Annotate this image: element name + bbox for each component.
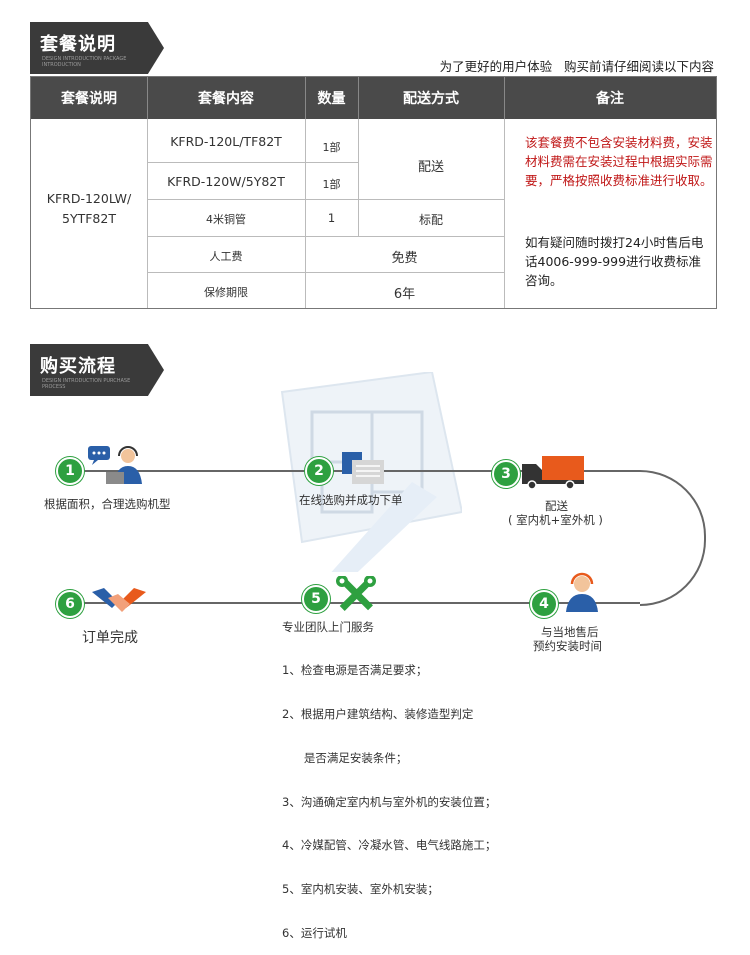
blueprint-pencil-icon [280, 372, 462, 572]
header-delivery: 配送方式 [403, 91, 459, 107]
document-icon [342, 452, 384, 484]
step-3-badge: 3 [492, 460, 520, 488]
row1-qty: 1部 [322, 141, 341, 154]
flow-section-title: 购买流程 [40, 356, 116, 377]
table-header-row: 套餐说明 套餐内容 数量 配送方式 备注 [31, 77, 716, 119]
truck-icon [522, 456, 584, 490]
header-package: 套餐说明 [61, 91, 117, 107]
customer-service-icon [88, 446, 142, 484]
note-red-text: 该套餐费不包含安装材料费，安装材料费需在安装过程中根据实际需要，严格按照收费标准… [525, 135, 713, 188]
step-4-line1: 与当地售后 [541, 625, 599, 639]
step-3-line1: 配送 [545, 499, 568, 513]
package-section-title: 套餐说明 [40, 34, 116, 55]
step-2-text: 在线选购并成功下单 [299, 493, 403, 507]
row3-delivery: 标配 [418, 213, 443, 227]
step-5-item: 2、根据用户建筑结构、装修造型判定 [282, 706, 474, 721]
package-section-subtitle: DESIGN INTRODUCTION PACKAGE INTRODUCTION [42, 56, 127, 68]
step-5-badge: 5 [302, 585, 330, 613]
model-cell: KFRD-120LW/ 5YTF82T [31, 189, 147, 229]
header-qty: 数量 [317, 91, 346, 107]
delivery-merged: 配送 [417, 160, 444, 175]
row5-merged: 6年 [393, 287, 416, 302]
step-3-line2: ( 室内机+室外机 ) [508, 513, 603, 527]
package-section-banner: 套餐说明 DESIGN INTRODUCTION PACKAGE INTRODU… [30, 22, 164, 74]
header-note: 备注 [596, 91, 624, 107]
row3-content: 4米铜管 [206, 213, 246, 226]
agent-icon [566, 572, 598, 612]
header-content: 套餐内容 [198, 91, 254, 107]
row2-qty: 1部 [322, 178, 341, 191]
step-1-text: 根据面积，合理选购机型 [44, 497, 171, 511]
step-4-line2: 预约安装时间 [533, 639, 602, 653]
flow-section-subtitle: DESIGN INTRODUCTION PURCHASE PROCESS [42, 378, 131, 390]
flow-section-banner: 购买流程 DESIGN INTRODUCTION PURCHASE PROCES… [30, 344, 164, 396]
step-1-badge: 1 [56, 457, 84, 485]
step-5-list: 1、检查电源是否满足要求； 2、根据用户建筑结构、装修造型判定 是否满足安装条件… [282, 634, 496, 955]
model-line-2: 5YTF82T [62, 211, 116, 226]
step-5-item: 是否满足安装条件； [282, 750, 408, 765]
note-black-text: 如有疑问随时拨打24小时售后电话4006-999-999进行收费标准咨询。 [525, 235, 704, 288]
flow-track-bottom [68, 602, 640, 604]
step-5-item: 1、检查电源是否满足要求； [282, 663, 428, 678]
tools-icon [336, 576, 376, 611]
step-6-text: 订单完成 [82, 630, 138, 646]
flow-track-loop [640, 470, 706, 606]
handshake-icon [92, 588, 146, 612]
row3-qty: 1 [327, 211, 336, 225]
row5-content: 保修期限 [204, 286, 248, 299]
step-5-item: 5、室内机安装、室外机安装； [282, 882, 439, 897]
intro-text: 为了更好的用户体验 购买前请仔细阅读以下内容 [439, 59, 714, 74]
model-line-1: KFRD-120LW/ [46, 191, 132, 206]
step-2-badge: 2 [305, 457, 333, 485]
step-5-title: 专业团队上门服务 [282, 620, 374, 634]
step-5-item: 6、运行试机 [282, 925, 347, 940]
row2-content: KFRD-120W/5Y82T [167, 174, 285, 189]
row4-merged: 免费 [391, 251, 418, 266]
step-4-badge: 4 [530, 590, 558, 618]
package-table: 套餐说明 套餐内容 数量 配送方式 备注 KFRD-120LW/ 5YTF82T… [30, 76, 717, 309]
row4-content: 人工费 [209, 250, 243, 263]
step-6-badge: 6 [56, 590, 84, 618]
row1-content: KFRD-120L/TF82T [170, 134, 282, 149]
step-5-item: 4、冷媒配管、冷凝水管、电气线路施工； [282, 838, 497, 853]
step-5-item: 3、沟通确定室内机与室外机的安装位置； [282, 794, 497, 809]
